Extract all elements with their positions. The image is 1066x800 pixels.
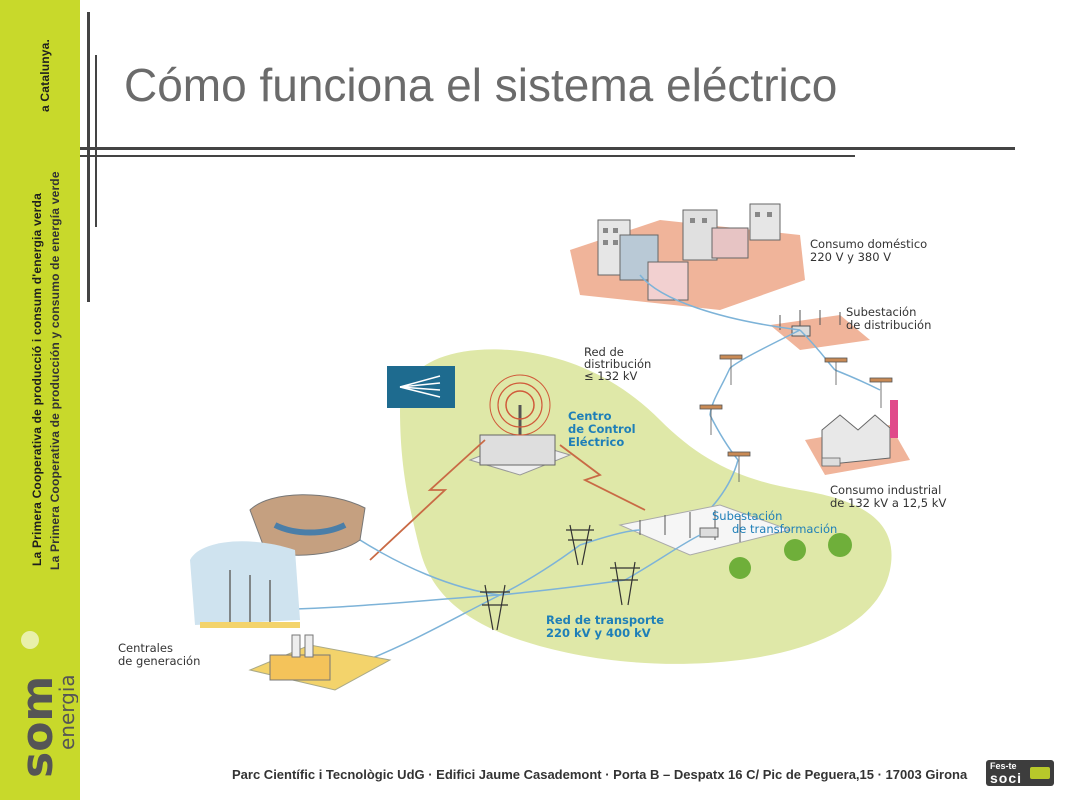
som-energia-logo: som energia <box>8 620 78 780</box>
distribution-towers <box>699 354 893 482</box>
label-red-transporte-2: 220 kV y 400 kV <box>546 626 651 640</box>
badge-line-1: Fes-te <box>990 761 1017 771</box>
label-consumo-industrial: Consumo industrial <box>830 483 941 497</box>
badge-tip-icon <box>1030 767 1050 779</box>
transformation-substation-illustration <box>618 504 792 556</box>
label-consumo-industrial-2: de 132 kV a 12,5 kV <box>830 496 946 510</box>
label-red-distribucion-3: ≤ 132 kV <box>584 369 638 383</box>
label-centrales: Centrales <box>118 641 173 655</box>
trees-illustration <box>729 533 852 579</box>
label-consumo-domestico: Consumo doméstico <box>810 237 927 251</box>
control-signal-arrows <box>369 439 646 561</box>
control-center-illustration <box>468 374 572 476</box>
frame-line-v1 <box>87 12 90 302</box>
transport-towers <box>480 524 640 631</box>
label-red-distribucion-2: distribución <box>584 357 651 371</box>
label-subestacion-distribucion-2: de distribución <box>846 318 931 332</box>
sidebar-text: La Primera Cooperativa de producció i co… <box>30 193 44 566</box>
frame-line-h2 <box>80 155 855 157</box>
sidebar-text-overlap: La Primera Cooperativa de producción y c… <box>48 171 62 570</box>
svg-text:som: som <box>12 676 63 778</box>
electric-system-diagram: Consumo doméstico 220 V y 380 V Subestac… <box>118 203 946 691</box>
frame-line-h1 <box>80 147 1015 150</box>
svg-text:energia: energia <box>55 674 78 750</box>
join-badge[interactable]: Fes-te soci <box>986 760 1054 786</box>
label-subestacion-distribucion: Subestación <box>846 305 916 319</box>
domestic-consumption-illustration <box>570 203 805 310</box>
frame-line-v2 <box>95 55 97 227</box>
label-centrales-2: de generación <box>118 654 200 668</box>
label-red-transporte: Red de transporte <box>546 613 664 627</box>
label-centro-control-3: Eléctrico <box>568 435 624 449</box>
label-subestacion-transformacion: Subestación <box>712 509 782 523</box>
wind-plant-illustration <box>190 541 300 628</box>
thermal-plant-illustration <box>248 634 392 691</box>
label-centro-control-2: de Control <box>568 422 636 436</box>
footer-address: Parc Científic i Tecnològic UdG · Edific… <box>232 767 968 782</box>
label-consumo-domestico-2: 220 V y 380 V <box>810 250 891 264</box>
sidebar: La Primera Cooperativa de producción y c… <box>0 0 80 800</box>
label-centro-control: Centro <box>568 409 612 423</box>
sidebar-text-end: a Catalunya. <box>38 38 52 112</box>
page-title: Cómo funciona el sistema eléctrico <box>124 59 838 111</box>
badge-line-2: soci <box>990 770 1023 786</box>
label-subestacion-transformacion-2: de transformación <box>732 522 837 536</box>
industrial-consumption-illustration <box>805 400 910 475</box>
distribution-network-lines <box>639 274 881 531</box>
label-red-distribucion: Red de <box>584 345 624 359</box>
network-control-icon <box>387 366 455 408</box>
control-area-blob <box>400 349 892 664</box>
